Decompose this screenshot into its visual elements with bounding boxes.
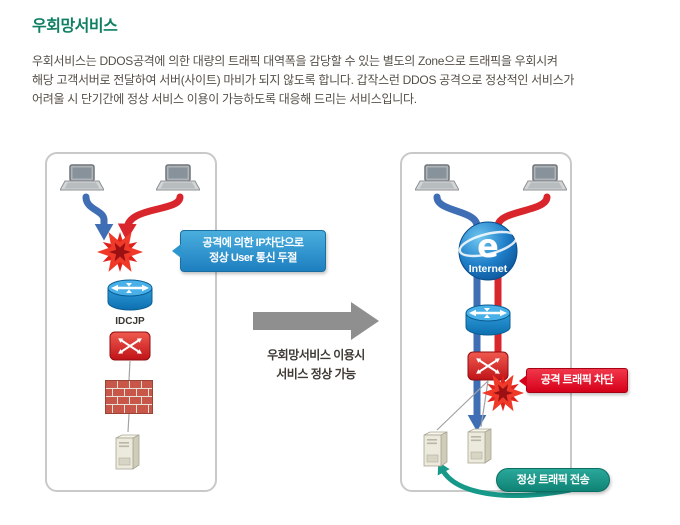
description-line-2: 해당 고객서버로 전달하여 서버(사이트) 마비가 되지 않도록 합니다. 갑작… — [32, 73, 575, 87]
transition-caption-line1: 우회망서비스 이용시 — [267, 348, 365, 362]
router-label: IDCJP — [115, 316, 145, 327]
laptop-icon — [523, 164, 567, 191]
internet-label: Internet — [469, 263, 508, 275]
internet-explorer-logo: e Internet — [458, 221, 518, 281]
laptop-icon — [415, 164, 459, 191]
normal-forward-callout: 정상 트래픽 전송 — [496, 468, 610, 492]
blocked-user-callout: 공격에 의한 IP차단으로 정상 User 통신 두절 — [172, 230, 326, 272]
laptop-icon — [156, 164, 200, 191]
server-icon — [423, 431, 448, 467]
description-line-3: 어려울 시 단기간에 정상 서비스 이용이 가능하도록 대응해 드리는 서비스입… — [32, 92, 417, 106]
switch-icon — [109, 331, 151, 361]
router-icon — [107, 279, 153, 311]
transition-caption-line2: 서비스 정상 가능 — [276, 367, 356, 381]
normal-forward-callout-text: 정상 트래픽 전송 — [516, 474, 590, 486]
transition-arrow — [253, 302, 379, 340]
page-title: 우회망서비스 — [32, 18, 118, 35]
attack-blocked-callout: 공격 트래픽 차단 — [519, 368, 628, 393]
attack-explosion-icon — [97, 232, 143, 272]
internet-e-letter: e — [477, 227, 499, 265]
blocked-user-callout-line2: 정상 User 통신 두절 — [209, 252, 297, 264]
server-icon — [467, 428, 492, 464]
server-icon — [115, 434, 140, 470]
attack-blocked-callout-text: 공격 트래픽 차단 — [540, 374, 614, 386]
laptop-icon — [60, 164, 104, 191]
transition-caption: 우회망서비스 이용시 서비스 정상 가능 — [238, 346, 394, 384]
description-line-1: 우회서비스는 DDOS공격에 의한 대량의 트래픽 대역폭을 감당할 수 있는 … — [32, 54, 558, 68]
attack-explosion-icon — [481, 374, 525, 412]
firewall-icon — [105, 380, 153, 414]
blocked-user-callout-line1: 공격에 의한 IP차단으로 — [202, 237, 304, 249]
router-icon — [465, 304, 511, 336]
